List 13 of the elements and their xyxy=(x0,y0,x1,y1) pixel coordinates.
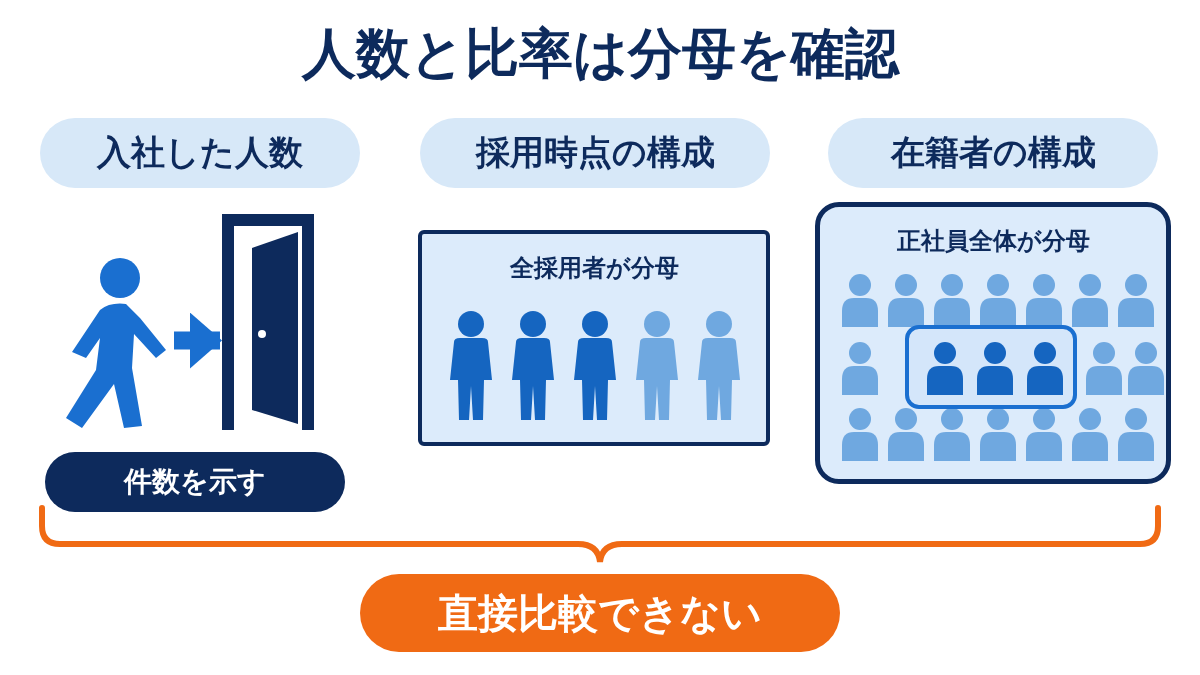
conclusion-pill: 直接比較できない xyxy=(360,574,840,652)
panel-heading: 全採用者が分母 xyxy=(508,253,680,284)
title: 人数と比率は分母を確認 xyxy=(300,21,901,87)
group-panel xyxy=(815,202,1171,484)
group-panel xyxy=(418,230,770,446)
note-pill: 件数を示す xyxy=(45,452,345,512)
arrow xyxy=(174,312,222,369)
open-door-icon xyxy=(222,214,314,430)
category-heading: 入社した人数 xyxy=(40,118,360,188)
category-heading: 在籍者の構成 xyxy=(828,118,1158,188)
category-heading: 採用時点の構成 xyxy=(420,118,770,188)
panel-heading: 正社員全体が分母 xyxy=(895,226,1091,257)
highlight-box xyxy=(905,325,1077,409)
